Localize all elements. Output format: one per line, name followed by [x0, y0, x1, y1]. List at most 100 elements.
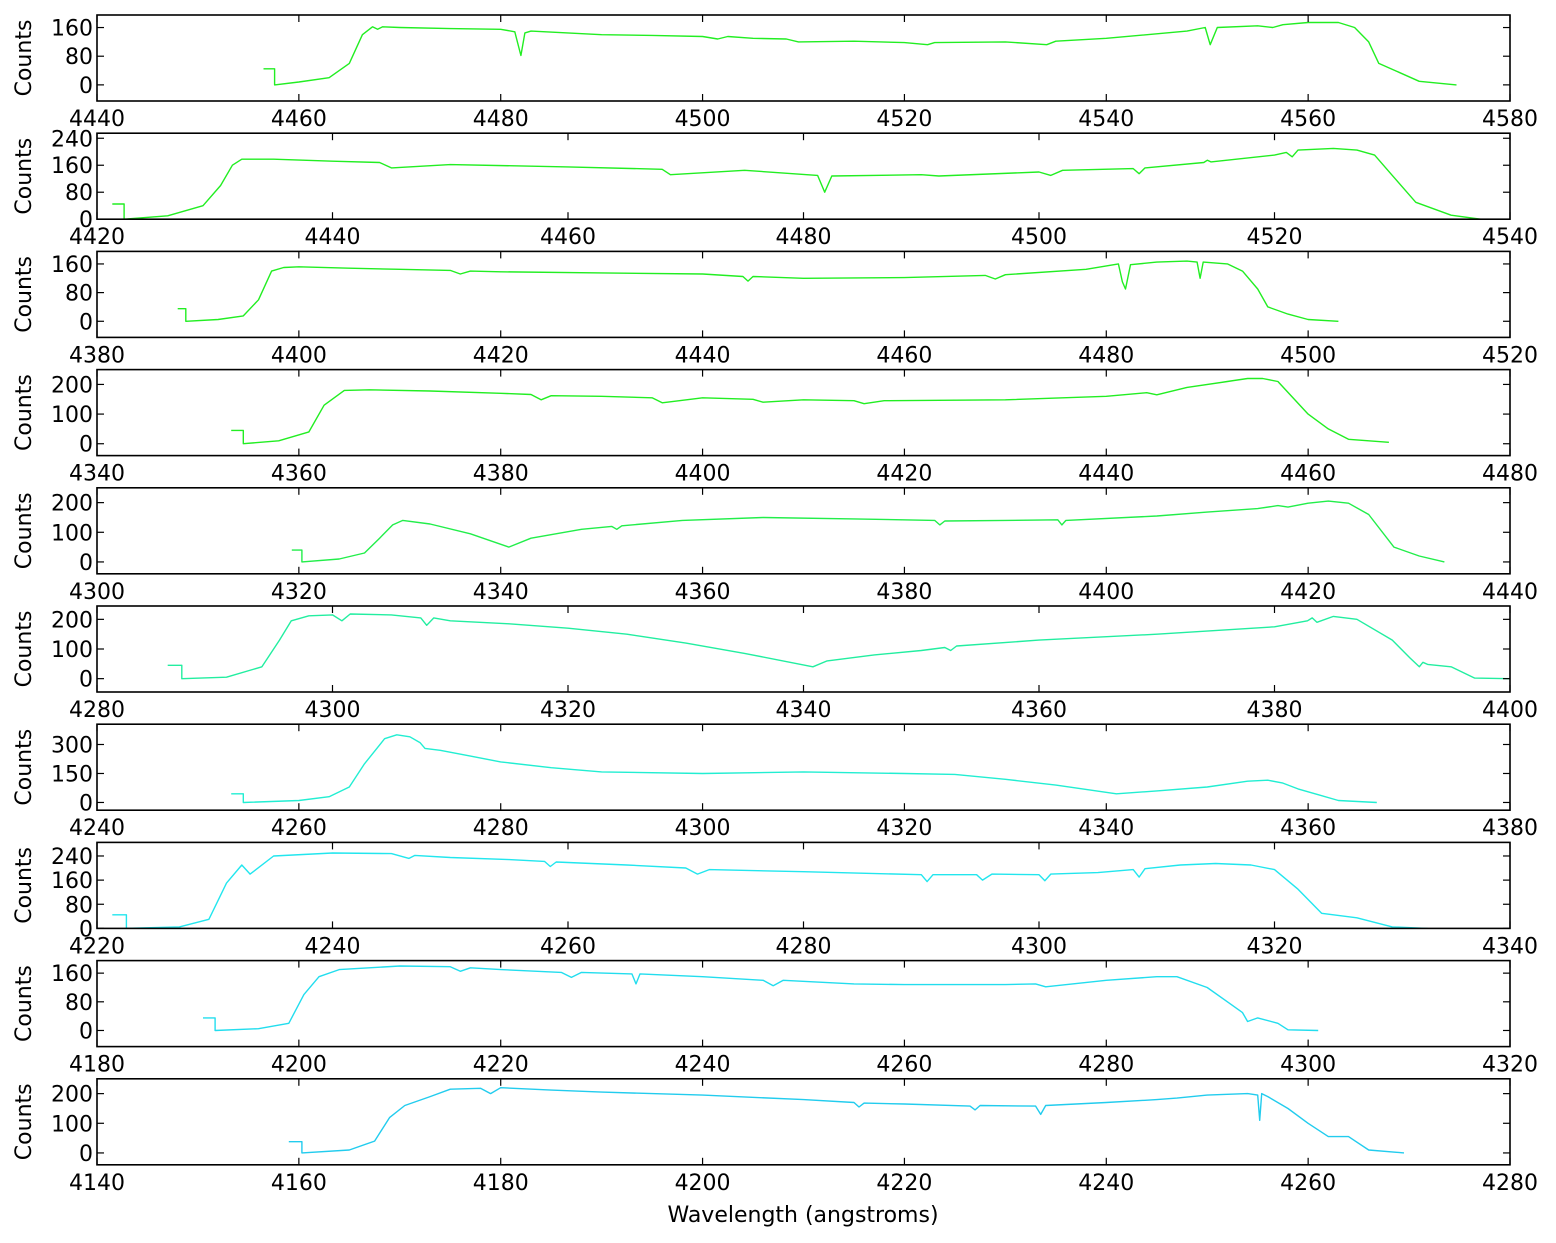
x-tick-label: 4200 — [675, 1171, 731, 1196]
x-tick-label: 4440 — [1078, 462, 1134, 487]
y-tick-label: 0 — [79, 551, 93, 576]
x-tick-label: 4560 — [1280, 107, 1336, 132]
x-tick-label: 4420 — [69, 225, 125, 250]
x-tick-label: 4240 — [675, 1053, 731, 1078]
x-tick-label: 4320 — [271, 580, 327, 605]
x-tick-label: 4440 — [675, 343, 731, 368]
spectrum-line — [263, 21, 1457, 86]
x-tick-label: 4280 — [69, 698, 125, 723]
x-tick-label: 4500 — [1280, 343, 1336, 368]
panel-frame — [96, 250, 1511, 339]
x-tick-label: 4460 — [540, 225, 596, 250]
spectrum-line — [288, 1086, 1405, 1154]
x-tick-label: 4460 — [1280, 462, 1336, 487]
y-axis-label: Counts — [12, 611, 37, 688]
panel-frame — [96, 486, 1511, 575]
spectrum-line — [231, 377, 1389, 445]
y-axis-label: Counts — [12, 1083, 37, 1160]
x-tick-label: 4320 — [540, 698, 596, 723]
y-tick-label: 160 — [51, 253, 93, 278]
panel-frame — [96, 841, 1511, 930]
panel-frame — [96, 132, 1511, 220]
y-axis-label: Counts — [12, 847, 37, 924]
y-tick-label: 0 — [79, 668, 93, 693]
x-tick-label: 4260 — [1280, 1171, 1336, 1196]
y-tick-label: 80 — [65, 893, 93, 918]
x-tick-label: 4380 — [1482, 816, 1538, 841]
x-tick-label: 4240 — [305, 934, 361, 959]
y-tick-label: 0 — [79, 310, 93, 335]
x-tick-label: 4380 — [69, 343, 125, 368]
panel-frame — [96, 723, 1511, 812]
x-tick-label: 4480 — [1482, 462, 1538, 487]
x-tick-label: 4360 — [1011, 698, 1067, 723]
spectrum-line — [112, 147, 1481, 220]
x-tick-label: 4400 — [1078, 580, 1134, 605]
y-tick-label: 200 — [51, 492, 93, 517]
y-tick-label: 0 — [79, 1142, 93, 1167]
x-tick-label: 4360 — [271, 462, 327, 487]
y-axis-label: Counts — [12, 374, 37, 451]
y-tick-label: 0 — [79, 917, 93, 942]
x-tick-label: 4220 — [69, 934, 125, 959]
x-tick-label: 4340 — [1078, 816, 1134, 841]
x-tick-label: 4300 — [1280, 1053, 1336, 1078]
x-tick-label: 4260 — [876, 1053, 932, 1078]
spectrum-line — [203, 965, 1319, 1032]
y-tick-label: 200 — [51, 373, 93, 398]
y-tick-label: 0 — [79, 433, 93, 458]
panel-frame — [96, 959, 1511, 1048]
y-tick-label: 80 — [65, 991, 93, 1016]
y-axis-label: Counts — [12, 20, 37, 97]
y-tick-label: 200 — [51, 608, 93, 633]
x-tick-label: 4220 — [473, 1053, 529, 1078]
y-axis-label: Counts — [12, 729, 37, 806]
x-tick-label: 4280 — [1078, 1053, 1134, 1078]
x-tick-label: 4300 — [675, 816, 731, 841]
x-tick-label: 4340 — [1482, 934, 1538, 959]
y-tick-label: 160 — [51, 17, 93, 42]
y-tick-label: 80 — [65, 282, 93, 307]
x-tick-label: 4440 — [69, 107, 125, 132]
y-tick-label: 0 — [79, 791, 93, 816]
x-tick-label: 4420 — [1280, 580, 1336, 605]
x-tick-label: 4340 — [69, 462, 125, 487]
x-tick-label: 4460 — [876, 343, 932, 368]
x-tick-label: 4220 — [876, 1171, 932, 1196]
panel-frame — [96, 605, 1511, 693]
x-tick-label: 4300 — [305, 698, 361, 723]
x-tick-label: 4320 — [876, 816, 932, 841]
x-tick-label: 4520 — [1482, 343, 1538, 368]
x-tick-label: 4440 — [1482, 580, 1538, 605]
spectrum-line — [112, 852, 1428, 929]
x-tick-label: 4540 — [1078, 107, 1134, 132]
y-tick-label: 160 — [51, 154, 93, 179]
x-tick-label: 4440 — [305, 225, 361, 250]
x-tick-label: 4460 — [271, 107, 327, 132]
x-tick-label: 4480 — [1078, 343, 1134, 368]
x-tick-label: 4420 — [876, 462, 932, 487]
y-tick-label: 100 — [51, 521, 93, 546]
y-tick-label: 150 — [51, 762, 93, 787]
spectrum-line — [291, 500, 1445, 563]
x-tick-label: 4380 — [473, 462, 529, 487]
y-tick-label: 160 — [51, 869, 93, 894]
y-tick-label: 0 — [79, 1019, 93, 1044]
spectrum-line — [231, 734, 1377, 804]
x-tick-label: 4340 — [776, 698, 832, 723]
x-tick-label: 4580 — [1482, 107, 1538, 132]
x-tick-label: 4140 — [69, 1171, 125, 1196]
y-axis-label: Counts — [12, 256, 37, 333]
x-tick-label: 4520 — [1247, 225, 1303, 250]
y-tick-label: 160 — [51, 962, 93, 987]
